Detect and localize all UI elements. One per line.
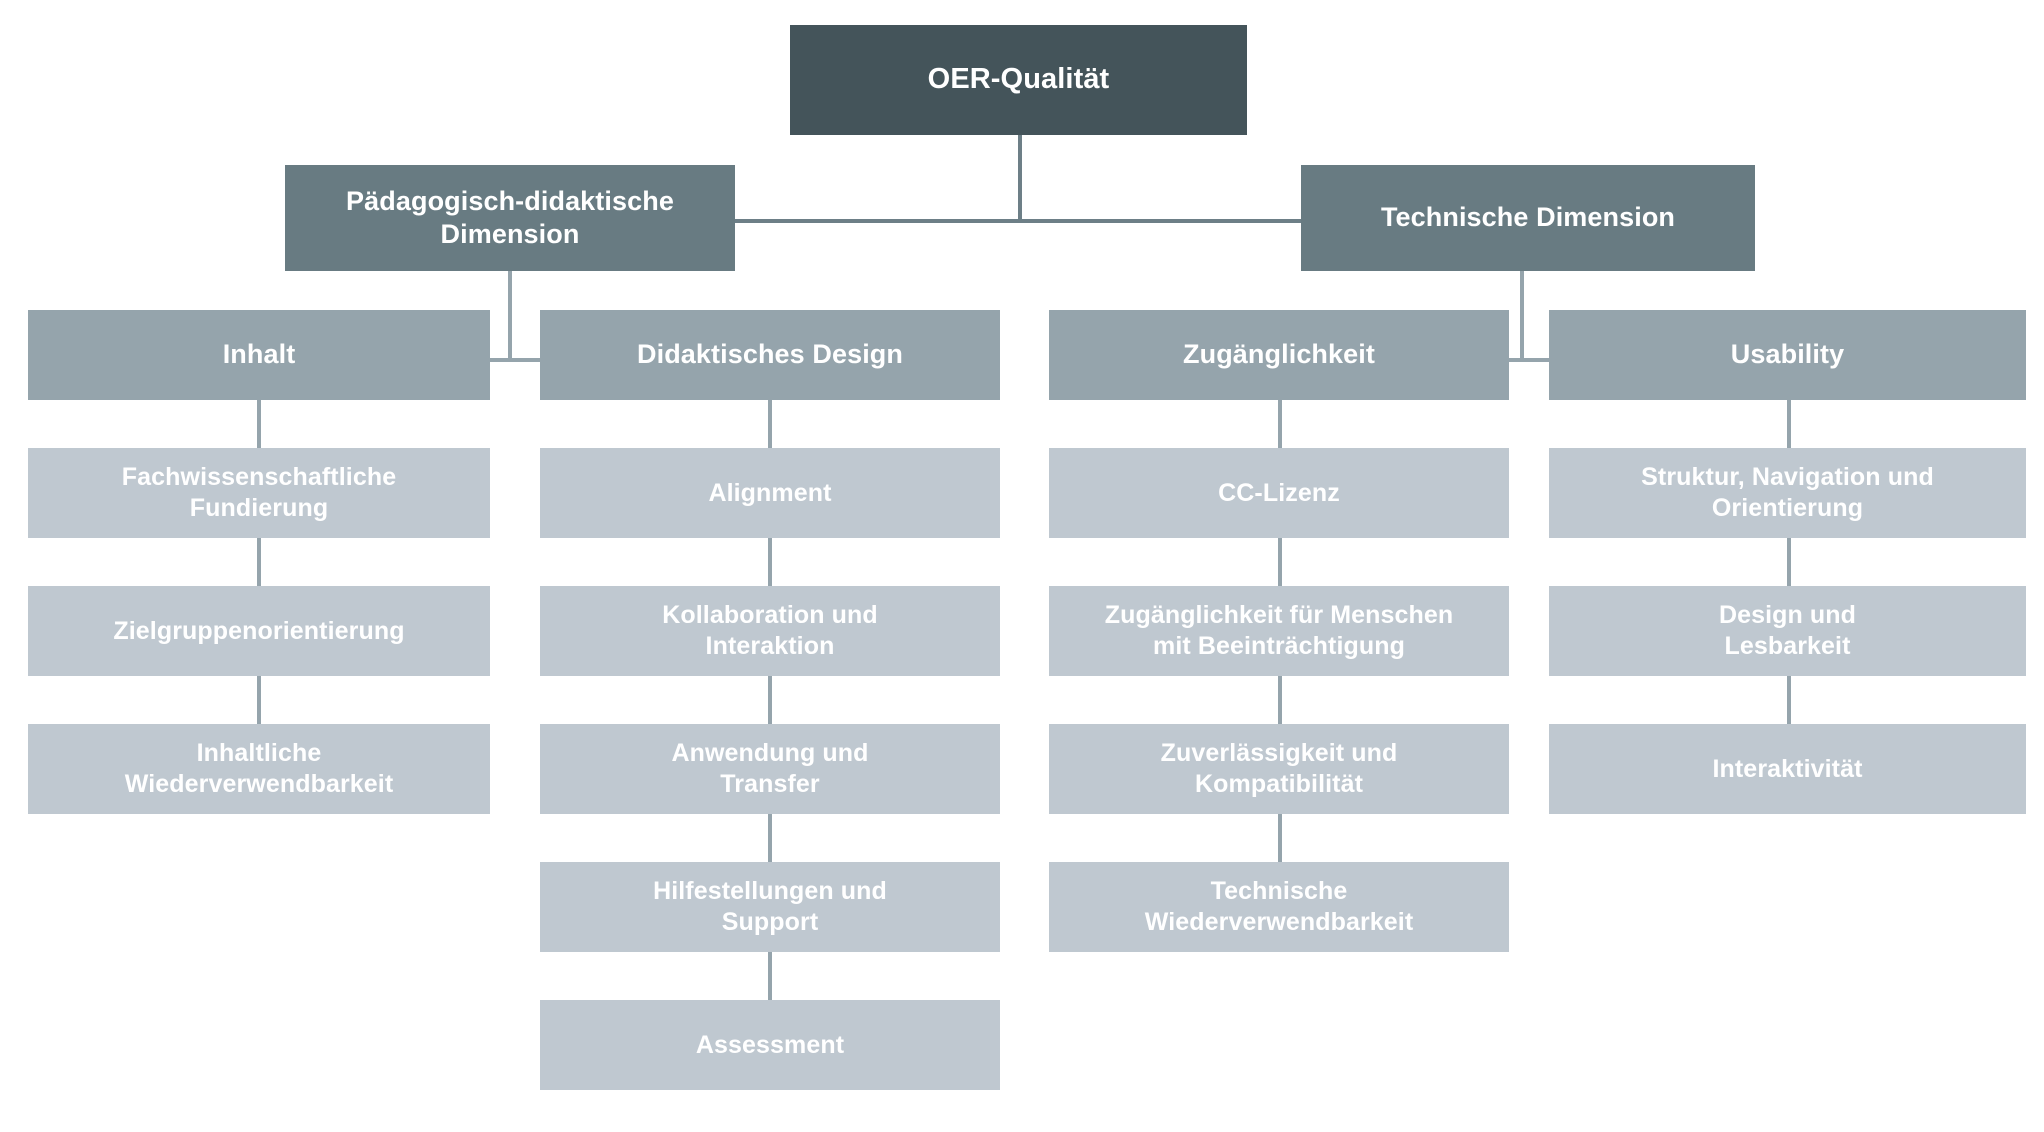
node-criterion-design-und-lesbarkeit[interactable]: Design und Lesbarkeit: [1549, 586, 2026, 676]
node-label: Didaktisches Design: [637, 339, 903, 370]
connector-root-down: [1018, 135, 1022, 221]
node-oer-qualitaet[interactable]: OER-Qualität: [790, 25, 1247, 135]
connector-pedagogical-categories-horizontal: [489, 358, 541, 362]
node-label: Assessment: [695, 1030, 845, 1059]
node-label: CC-Lizenz: [1218, 478, 1340, 507]
connector-zugaenglichkeit-spine-1: [1278, 400, 1282, 448]
node-criterion-assessment[interactable]: Assessment: [540, 1000, 1000, 1090]
connector-inhalt-spine-2: [257, 538, 261, 586]
node-label: Fachwissenschaftliche Fundierung: [121, 463, 397, 522]
node-label: Zugänglichkeit für Menschen mit Beeinträ…: [1104, 601, 1454, 660]
node-label: Alignment: [708, 478, 832, 507]
node-criterion-struktur-navigation-und-orientierung[interactable]: Struktur, Navigation und Orientierung: [1549, 448, 2026, 538]
node-label: Technische Dimension: [1380, 202, 1676, 233]
node-criterion-kollaboration-und-interaktion[interactable]: Kollaboration und Interaktion: [540, 586, 1000, 676]
node-criterion-alignment[interactable]: Alignment: [540, 448, 1000, 538]
connector-dimensions-horizontal: [735, 219, 1301, 223]
node-label: Pädagogisch-didaktische Dimension: [346, 185, 674, 249]
node-label: Struktur, Navigation und Orientierung: [1641, 463, 1934, 522]
node-criterion-fachwissenschaftliche-fundierung[interactable]: Fachwissenschaftliche Fundierung: [28, 448, 490, 538]
node-criterion-interaktivitaet[interactable]: Interaktivität: [1549, 724, 2026, 814]
node-criterion-zugaenglichkeit-fuer-menschen-mit-beeintraechtigung[interactable]: Zugänglichkeit für Menschen mit Beeinträ…: [1049, 586, 1509, 676]
node-criterion-inhaltliche-wiederverwendbarkeit[interactable]: Inhaltliche Wiederverwendbarkeit: [28, 724, 490, 814]
node-category-didaktisches-design[interactable]: Didaktisches Design: [540, 310, 1000, 400]
node-label: Zugänglichkeit: [1183, 339, 1375, 370]
node-label: Technische Wiederverwendbarkeit: [1144, 877, 1414, 936]
connector-didaktik-spine-2: [768, 538, 772, 586]
node-label: Anwendung und Transfer: [671, 739, 869, 798]
node-criterion-cc-lizenz[interactable]: CC-Lizenz: [1049, 448, 1509, 538]
node-category-inhalt[interactable]: Inhalt: [28, 310, 490, 400]
node-label: Design und Lesbarkeit: [1718, 601, 1857, 660]
connector-didaktik-spine-4: [768, 814, 772, 862]
connector-zugaenglichkeit-spine-2: [1278, 538, 1282, 586]
connector-didaktik-spine-3: [768, 676, 772, 724]
node-label: Zielgruppenorientierung: [113, 616, 405, 645]
node-criterion-zuverlaessigkeit-und-kompatibilitaet[interactable]: Zuverlässigkeit und Kompatibilität: [1049, 724, 1509, 814]
node-label: Inhaltliche Wiederverwendbarkeit: [124, 739, 394, 798]
node-criterion-technische-wiederverwendbarkeit[interactable]: Technische Wiederverwendbarkeit: [1049, 862, 1509, 952]
node-label: Zuverlässigkeit und Kompatibilität: [1160, 739, 1398, 798]
node-label: Inhalt: [222, 339, 296, 370]
connector-pedagogical-down: [508, 270, 512, 360]
node-criterion-zielgruppenorientierung[interactable]: Zielgruppenorientierung: [28, 586, 490, 676]
node-label: Hilfestellungen und Support: [653, 877, 887, 936]
node-category-zugaenglichkeit[interactable]: Zugänglichkeit: [1049, 310, 1509, 400]
connector-usability-spine-2: [1787, 538, 1791, 586]
node-criterion-anwendung-und-transfer[interactable]: Anwendung und Transfer: [540, 724, 1000, 814]
node-label: Interaktivität: [1712, 754, 1863, 783]
connector-inhalt-spine-3: [257, 676, 261, 724]
connector-usability-spine-3: [1787, 676, 1791, 724]
connector-didaktik-spine-1: [768, 400, 772, 448]
node-technische-dimension[interactable]: Technische Dimension: [1301, 165, 1755, 271]
connector-didaktik-spine-5: [768, 952, 772, 1000]
node-label: Usability: [1730, 339, 1845, 370]
connector-technical-categories-horizontal: [1501, 358, 1549, 362]
connector-technical-down: [1520, 270, 1524, 360]
connector-usability-spine-1: [1787, 400, 1791, 448]
connector-zugaenglichkeit-spine-3: [1278, 676, 1282, 724]
node-label: Kollaboration und Interaktion: [662, 601, 878, 660]
connector-inhalt-spine-1: [257, 400, 261, 448]
node-category-usability[interactable]: Usability: [1549, 310, 2026, 400]
node-criterion-hilfestellungen-und-support[interactable]: Hilfestellungen und Support: [540, 862, 1000, 952]
node-paedagogisch-didaktische-dimension[interactable]: Pädagogisch-didaktische Dimension: [285, 165, 735, 271]
connector-zugaenglichkeit-spine-4: [1278, 814, 1282, 862]
node-label: OER-Qualität: [927, 63, 1110, 96]
